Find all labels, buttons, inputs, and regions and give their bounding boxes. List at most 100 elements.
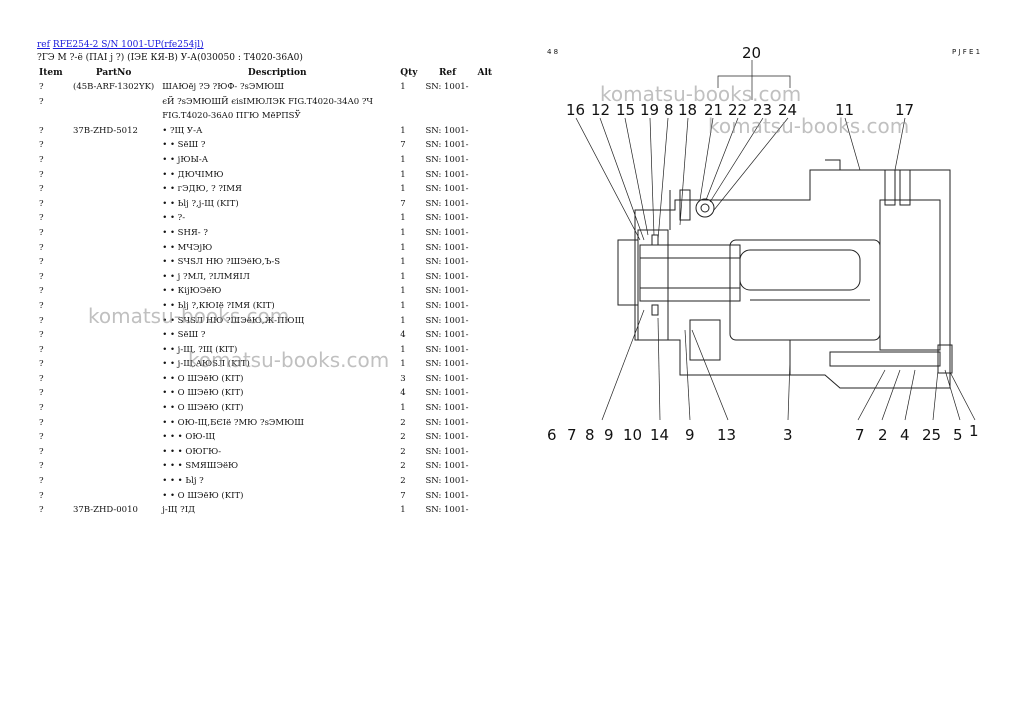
description-line: ШАЮёj ?Э ?ЮФ- ?sЭМЮШ [162,82,284,92]
cell-partno [69,401,158,416]
page-subtitle: ?ГЭ М ?-ё (ПАI j ?) (IЭЕ КЯ-В) У-А(03005… [37,53,303,63]
cell-item: ? [39,461,44,472]
cell-partno: (45B-ARF-1302YK) [73,82,155,92]
cell-qty: 3 [400,373,406,384]
cell-ref: SN: 1001- [425,330,469,341]
cell-qty: 1 [400,227,406,238]
cell-qty: 1 [400,154,406,165]
cell-item: ? [39,213,44,224]
model-link[interactable]: RFE254-2 S/N 1001-UP(rfe254jl) [52,40,204,50]
cell-item: ? [39,271,44,282]
cell-ref: SN: 1001- [425,198,469,209]
cell-ref [421,95,473,124]
cell-ref: SN: 1001- [425,257,469,268]
callout-6: 6 [547,426,557,444]
cell-description: • • jЮЫ-А [158,153,396,168]
cell-qty: 2 [400,476,406,487]
callout-leaders [575,60,976,421]
col-item: Item [39,68,63,78]
description-line: • • гЭДЮ, ? ?IМЯ [162,184,242,195]
cell-qty: 1 [400,344,406,355]
cell-ref: SN: 1001- [425,286,469,297]
watermark: komatsu-books.com [708,114,910,138]
cell-qty: 2 [400,461,406,472]
watermark: komatsu-books.com [88,304,290,328]
description-line: j-Щ ?IД [162,505,195,516]
callout-18: 18 [678,101,697,119]
cell-alt [473,401,501,416]
description-line: • • SёШ ? [162,140,206,151]
cell-ref: SN: 1001- [425,476,469,487]
cell-item: ? [39,388,44,399]
cell-ref: SN: 1001- [425,271,469,282]
description-line: • • SЧSЛ НЮ ?ШЭёЮ,Ж-ПЮЩ [162,315,305,326]
cell-ref: SN: 1001- [425,154,469,165]
cell-alt [473,299,501,314]
description-line: • • • ОЮГЮ- [162,446,222,457]
description-line: • • • ОЮ-Щ [162,432,216,443]
cell-partno: 37B-ZHD-5012 [73,125,138,136]
cell-ref: SN: 1001- [425,213,469,224]
cell-qty: 1 [400,286,406,297]
callout-3: 3 [783,426,793,444]
cell-partno [69,197,158,212]
cell-description: • • j-Щ, ?Щ (KIT) [158,343,396,358]
cell-partno [69,357,158,372]
cell-qty: 1 [400,82,406,92]
cell-alt [473,328,501,343]
col-partno: PartNo [95,68,132,78]
cell-item: ? [39,490,44,501]
description-line: • • j-Щ,АЮSЛ (KIT) [162,359,250,370]
cell-ref: SN: 1001- [425,227,469,238]
cell-item: ? [39,227,44,238]
callout-2: 2 [878,426,888,444]
callout-12: 12 [591,101,610,119]
cell-qty: 1 [400,359,406,370]
description-line: єЙ ?sЭМЮШЙ єisIМЮЛЭК FIG.T4020-34A0 ?Ч [162,96,373,107]
cell-qty: 4 [400,330,406,341]
col-ref: Ref [438,68,457,78]
ref-link[interactable]: ref [37,40,50,50]
cell-ref: SN: 1001- [425,373,469,384]
cell-qty: 1 [400,505,406,516]
cell-item: ? [39,417,44,428]
cell-partno [69,153,158,168]
cell-partno [69,226,158,241]
cell-ref: SN: 1001- [425,417,469,428]
cell-qty: 7 [400,198,406,209]
cell-description: • • ОЮ-Щ,БЄIё ?МЮ ?sЭМЮШ [158,416,396,431]
cell-partno [69,459,158,474]
cell-ref: SN: 1001- [425,242,469,253]
cell-description: • • О ШЭёЮ (KIT) [158,489,396,504]
description-line: • • ДЮЧIМЮ [162,169,224,180]
table-row: ? • • SНЯ- ? 1 SN: 1001- [35,226,501,241]
cell-item: ? [39,257,44,268]
cell-partno: 37B-ZHD-0010 [73,505,138,516]
cell-description: ШАЮёj ?Э ?ЮФ- ?sЭМЮШ [158,80,396,95]
cell-description: • • ДЮЧIМЮ [158,168,396,183]
cell-ref: SN: 1001- [425,315,469,326]
watermark: komatsu-books.com [600,82,802,106]
description-line: • • О ШЭёЮ (KIT) [162,403,244,414]
cell-ref: SN: 1001- [425,300,469,311]
cell-alt [473,430,501,445]
cell-item: ? [39,140,44,151]
cell-description: • • SёШ ? [158,138,396,153]
cell-item: ? [39,96,44,107]
cell-description: • ?Щ У-А [158,124,396,139]
cell-partno [69,474,158,489]
cell-qty: 1 [400,242,406,253]
cell-description: • • SЧSЛ НЮ ?ШЭёЮ,Ж-ПЮЩ [158,314,396,329]
cell-qty: 1 [400,213,406,224]
cell-item: ? [39,198,44,209]
description-line: • • SНЯ- ? [162,227,208,238]
callout-16: 16 [566,101,585,119]
